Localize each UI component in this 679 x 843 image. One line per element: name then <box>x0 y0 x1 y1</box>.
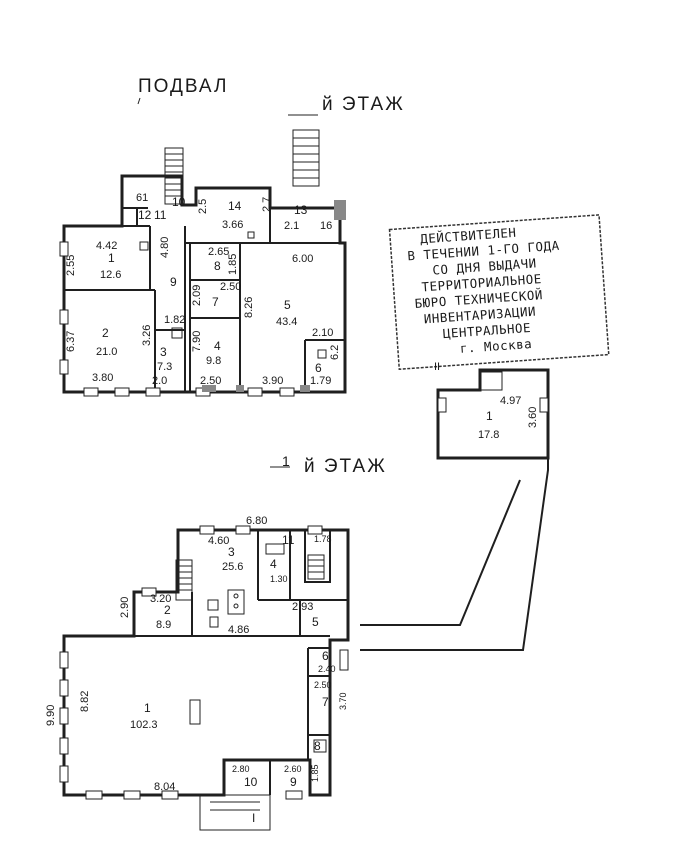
basement-room-4-dim-a: 2.50 <box>200 375 221 387</box>
basement-room-8-dim-a: 2.65 <box>208 246 229 258</box>
basement-room-8-dim-b: 1.85 <box>227 254 239 275</box>
basement-room-9-dim-b: 1.82 <box>164 314 185 326</box>
basement-room-6-number: 6 <box>315 361 322 375</box>
basement-room-4-number: 4 <box>214 339 221 353</box>
floor1-room-9-dim-a: 2.60 <box>284 764 302 774</box>
floor1-room-12-dim-a: 1.78 <box>314 534 332 544</box>
floor1-room-2-dim-a: 3.20 <box>150 593 171 605</box>
basement-room-1-dim-b: 2.55 <box>65 255 77 276</box>
floor1-room-5-dim-a: 2.93 <box>292 601 313 613</box>
basement-room-5-dim-a: 6.00 <box>292 253 313 265</box>
floor1-room-1-number: 1 <box>144 701 151 715</box>
stamp-line-1: ДЕЙСТВИТЕЛЕН <box>420 225 517 247</box>
floor1-room-7-number: 7 <box>322 695 329 709</box>
heading-basement: ПОДВАЛ <box>138 76 229 97</box>
floor-one-plan: 4.86 1 102.3 8.04 8.82 9.90 3.20 2 8.9 2… <box>45 515 350 831</box>
floor1-room-3-dim-a: 4.60 <box>208 535 229 547</box>
separate-room-marker: II <box>434 361 440 373</box>
stamp-line-3: СО ДНЯ ВЫДАЧИ <box>432 255 537 277</box>
basement-room-3-dim-a: 2.0 <box>152 375 167 387</box>
floor1-room-3-number: 3 <box>228 545 235 559</box>
floor1-room-3-area: 25.6 <box>222 561 243 573</box>
floor1-room-11-number: 11 <box>282 533 295 547</box>
floor1-room-2-dim-b: 2.90 <box>119 597 131 618</box>
basement-extra-label-6-2: 6.2 <box>329 345 341 360</box>
floor1-room-10-dim-a: 2.80 <box>232 764 250 774</box>
separate-room-plan: II 4.97 3.60 1 17.8 <box>360 361 550 651</box>
floor1-room-1-dim-a: 8.04 <box>154 781 175 793</box>
basement-room-4-dim-b: 7.90 <box>191 331 203 352</box>
floor1-room-6-dim-a: 2.40 <box>318 664 336 674</box>
separate-room-dim-b: 3.60 <box>527 407 539 428</box>
basement-room-9-dim-a: 4.80 <box>159 237 171 258</box>
basement-extra-label-2-7: 2.7 <box>261 197 273 212</box>
basement-room-13-dim-a: 2.1 <box>284 220 299 232</box>
floor1-room-1-dim-c: 9.90 <box>45 705 57 726</box>
floor1-room-2-area: 8.9 <box>156 619 171 631</box>
heading-floor-zero: й ЭТАЖ <box>322 94 405 115</box>
separate-room-number: 1 <box>486 409 493 423</box>
basement-room-2-dim-b: 6.37 <box>65 331 77 352</box>
stamp-line-7: ЦЕНТРАЛЬНОЕ <box>442 320 531 341</box>
floor1-room-3-dim-b: 6.80 <box>246 515 267 527</box>
basement-room-5-dim-b: 8.26 <box>243 297 255 318</box>
floor1-room-2-number: 2 <box>164 603 171 617</box>
heading-floor-one: й ЭТАЖ <box>304 456 387 477</box>
basement-extra-dim-3-90: 3.90 <box>262 375 283 387</box>
basement-room-14-dim-a: 3.66 <box>222 219 243 231</box>
basement-room-2-number: 2 <box>102 326 109 340</box>
basement-room-12-number: 12 <box>138 208 152 222</box>
floor1-room-7-dim-b: 3.70 <box>338 692 348 710</box>
basement-room-8-number: 8 <box>214 259 221 273</box>
basement-room-10-number: 10 <box>172 195 186 209</box>
heading-floor-one-number: 1 <box>282 453 292 469</box>
basement-room-5-number: 5 <box>284 298 291 312</box>
floor1-entrance-marker: I <box>252 811 255 825</box>
basement-room-7-dim-a: 2.50 <box>220 281 241 293</box>
floor1-room-9-number: 9 <box>290 775 297 789</box>
basement-room-3-area: 7.3 <box>157 361 172 373</box>
floor1-room-9-dim-b: 1.85 <box>310 764 320 782</box>
basement-room-2-area: 21.0 <box>96 346 117 358</box>
basement-room-9-number: 9 <box>170 275 177 289</box>
basement-room-3-number: 3 <box>160 345 167 359</box>
basement-room-3-dim-b: 3.26 <box>141 325 153 346</box>
basement-extra-label-61: 61 <box>136 192 148 204</box>
basement-room-2-dim-a: 3.80 <box>92 372 113 384</box>
basement-room-1-area: 12.6 <box>100 269 121 281</box>
floor1-room-6-number: 6 <box>322 649 329 663</box>
floor1-room-4-dim-a: 1.30 <box>270 574 288 584</box>
basement-room-1-dim-a: 4.42 <box>96 240 117 252</box>
basement-room-1-number: 1 <box>108 251 115 265</box>
basement-room-14-dim-b: 2.5 <box>197 199 209 214</box>
basement-room-11-number: 11 <box>154 208 167 222</box>
floor1-room-7-dim-a: 2.50 <box>314 680 332 690</box>
basement-room-14-number: 14 <box>228 199 242 213</box>
basement-room-13-number: 13 <box>294 203 308 217</box>
inventory-stamp: ДЕЙСТВИТЕЛЕН В ТЕЧЕНИИ 1-ГО ГОДА СО ДНЯ … <box>388 214 610 371</box>
basement-room-5-area: 43.4 <box>276 316 297 328</box>
separate-room-dim-a: 4.97 <box>500 395 521 407</box>
floor1-room-4-number: 4 <box>270 557 277 571</box>
basement-room-4-area: 9.8 <box>206 355 221 367</box>
separate-room-area: 17.8 <box>478 429 499 441</box>
floor1-room-10-number: 10 <box>244 775 258 789</box>
basement-room-6-area: 1.79 <box>310 375 331 387</box>
basement-room-7-dim-b: 2.09 <box>191 285 203 306</box>
basement-room-13-dim-b: 16 <box>320 220 332 232</box>
basement-room-5-dim-c: 2.10 <box>312 327 333 339</box>
stamp-line-8: г. Москва <box>459 336 532 356</box>
floor1-room-1-dim-d: 4.86 <box>228 624 249 636</box>
floor1-room-8-number: 8 <box>314 739 321 753</box>
floor1-room-5-number: 5 <box>312 615 319 629</box>
floor1-room-1-area: 102.3 <box>130 719 158 731</box>
basement-plan: 4.42 2.55 1 12.6 2 21.0 3.80 6.37 3 7.3 … <box>59 129 347 397</box>
floor1-room-1-dim-b: 8.82 <box>79 691 91 712</box>
basement-room-7-number: 7 <box>212 295 219 309</box>
